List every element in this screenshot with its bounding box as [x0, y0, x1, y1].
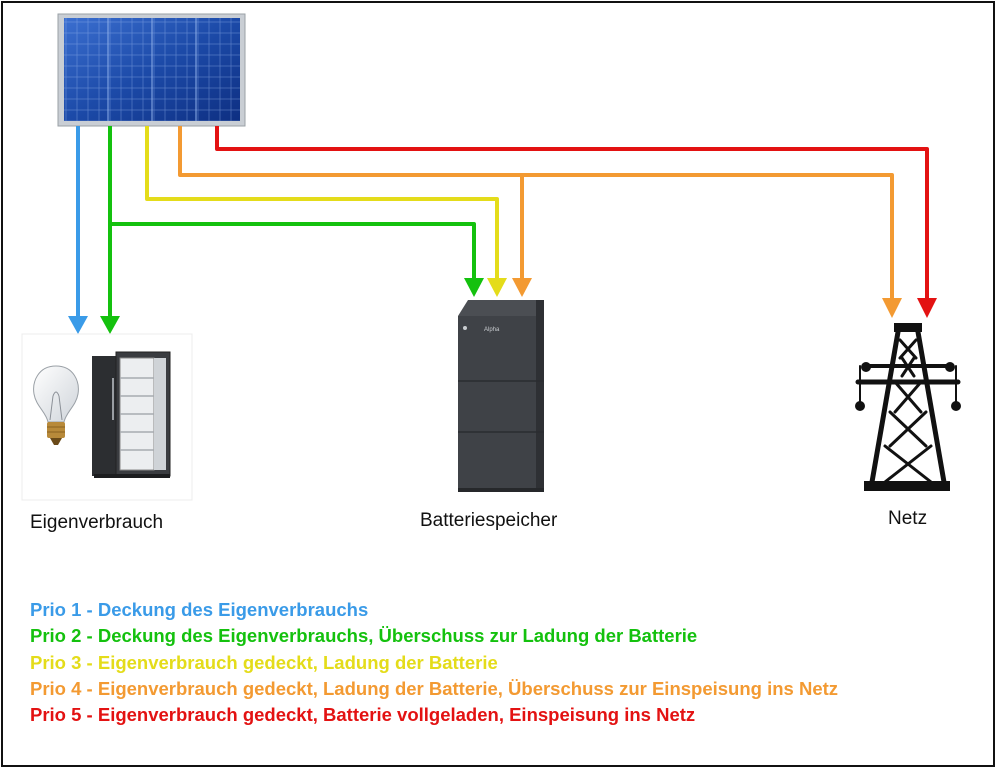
arrow-prio4-grid [882, 298, 902, 318]
flow-prio3-line [145, 126, 499, 282]
battery-storage-icon [458, 300, 544, 492]
flow-prio4-line [178, 126, 894, 300]
legend-item-prio1: Prio 1 - Deckung des Eigenverbrauchs [30, 599, 369, 620]
legend-item-prio5: Prio 5 - Eigenverbrauch gedeckt, Batteri… [30, 704, 696, 726]
light-bulb-icon [33, 365, 79, 445]
arrow-heads [68, 278, 937, 334]
flow-prio5-line [215, 126, 929, 300]
arrow-prio2-battery [464, 278, 484, 297]
solar-panel-icon [57, 13, 246, 127]
arrow-prio2-consumption [100, 316, 120, 334]
arrow-prio5-grid [917, 298, 937, 318]
fridge-icon [92, 351, 171, 478]
battery-label: Batteriespeicher [420, 510, 558, 531]
legend-item-prio3: Prio 3 - Eigenverbrauch gedeckt, Ladung … [30, 651, 498, 673]
grid-label: Netz [888, 508, 928, 529]
arrow-prio4-battery [512, 278, 532, 297]
arrow-prio3-battery [487, 278, 507, 297]
legend-item-prio2: Prio 2 - Deckung des Eigenverbrauchs, Üb… [30, 625, 698, 647]
power-pylon-icon [855, 323, 961, 491]
flow-prio2-line [108, 126, 476, 320]
battery-brand-text: Alpha [484, 327, 500, 333]
legend: Prio 1 - Deckung des Eigenverbrauchs Pri… [30, 597, 838, 728]
legend-item-prio4: Prio 4 - Eigenverbrauch gedeckt, Ladung … [30, 677, 839, 699]
arrow-prio1-consumption [68, 316, 88, 334]
flow-lines [76, 126, 929, 320]
consumption-label: Eigenverbrauch [30, 512, 164, 533]
